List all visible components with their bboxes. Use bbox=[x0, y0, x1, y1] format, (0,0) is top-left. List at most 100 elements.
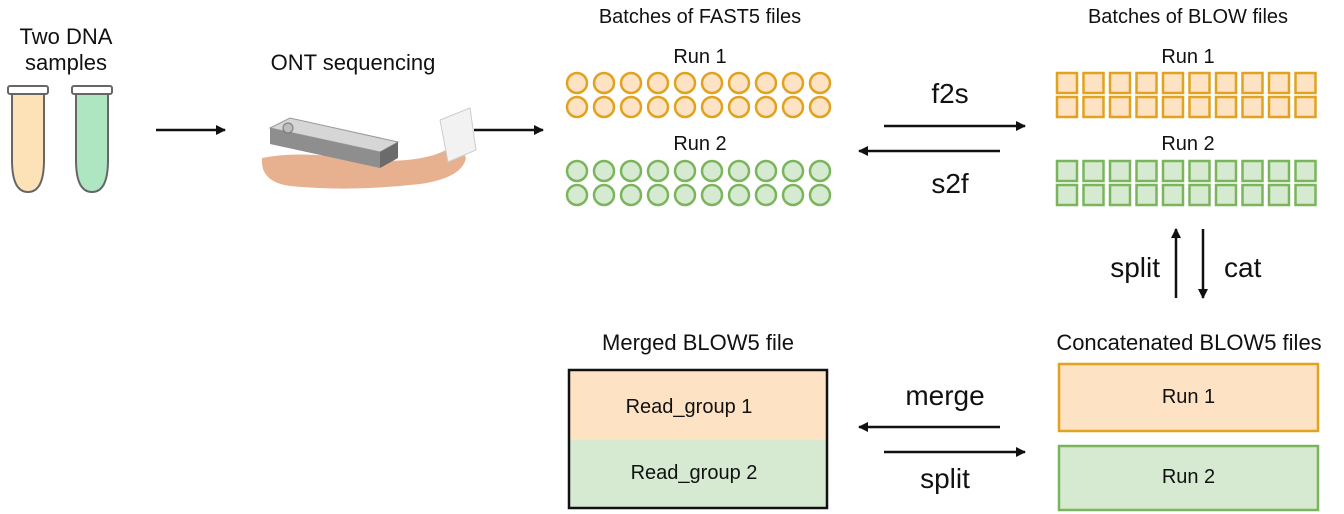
blow-file-run1 bbox=[1108, 95, 1132, 119]
fast5-file-run1 bbox=[727, 95, 751, 119]
fast5-file-run2 bbox=[754, 183, 778, 207]
fast5-file-run2 bbox=[565, 159, 589, 183]
blow-title: Batches of BLOW files bbox=[1087, 6, 1289, 28]
fast5-file-run2 bbox=[727, 159, 751, 183]
blow-file-run2 bbox=[1188, 159, 1211, 183]
s2f-label: s2f bbox=[931, 168, 969, 199]
sample-tube-left bbox=[7, 85, 49, 194]
blow-file-run1 bbox=[1267, 71, 1291, 95]
blow-file-run1 bbox=[1135, 71, 1158, 95]
blow-file-run1 bbox=[1161, 71, 1185, 95]
sequencing-device-image bbox=[261, 107, 477, 189]
fast5-file-run1 bbox=[673, 95, 697, 119]
split-down-label: split bbox=[920, 463, 970, 494]
concat-run1-box bbox=[1057, 362, 1320, 433]
merge-label: merge bbox=[905, 380, 985, 411]
blow-file-run2 bbox=[1082, 183, 1105, 207]
blow-file-run1 bbox=[1241, 71, 1264, 95]
concat-title: Concatenated BLOW5 files bbox=[1056, 330, 1322, 355]
fast5-file-run2 bbox=[673, 183, 697, 207]
fast5-file-run2 bbox=[700, 159, 724, 183]
samples-label-line2: samples bbox=[25, 50, 107, 75]
blow-file-run1 bbox=[1267, 95, 1291, 119]
fast5-file-run2 bbox=[754, 159, 778, 183]
blow-file-run2 bbox=[1082, 159, 1105, 183]
fast5-file-run1 bbox=[781, 71, 805, 95]
fast5-file-run2 bbox=[808, 159, 832, 183]
fast5-file-run1 bbox=[700, 95, 724, 119]
sequencing-label: ONT sequencing bbox=[270, 50, 436, 75]
blow-file-run2 bbox=[1188, 183, 1211, 207]
blow-file-run2 bbox=[1108, 183, 1132, 207]
fast5-file-run2 bbox=[700, 183, 724, 207]
blow-file-run2 bbox=[1161, 183, 1185, 207]
fast5-file-run2 bbox=[727, 183, 751, 207]
blow-file-run1 bbox=[1214, 95, 1238, 119]
fast5-file-run1 bbox=[646, 95, 670, 119]
fast5-run1-label: Run 1 bbox=[673, 46, 727, 68]
blow-file-run2 bbox=[1135, 159, 1158, 183]
fast5-file-run1 bbox=[619, 95, 643, 119]
split-up-label: split bbox=[1110, 252, 1160, 283]
blow-file-run2 bbox=[1294, 183, 1317, 207]
fast5-file-run1 bbox=[808, 71, 832, 95]
fast5-file-run1 bbox=[565, 95, 589, 119]
fast5-file-run1 bbox=[619, 71, 643, 95]
samples-label-line1: Two DNA bbox=[19, 24, 113, 49]
blow-file-run2 bbox=[1214, 159, 1238, 183]
blow-file-run1 bbox=[1214, 71, 1238, 95]
fast5-file-run2 bbox=[673, 159, 697, 183]
fast5-file-run1 bbox=[754, 95, 778, 119]
blow-file-batches bbox=[1055, 71, 1317, 207]
fast5-file-run1 bbox=[592, 71, 616, 95]
fast5-file-run2 bbox=[619, 183, 643, 207]
blow-file-run1 bbox=[1135, 95, 1158, 119]
fast5-file-run2 bbox=[781, 183, 805, 207]
fast5-file-run1 bbox=[754, 71, 778, 95]
blow-file-run2 bbox=[1055, 159, 1079, 183]
fast5-file-run2 bbox=[592, 183, 616, 207]
blow-run2-label: Run 2 bbox=[1161, 133, 1215, 155]
blow-file-run1 bbox=[1055, 95, 1079, 119]
fast5-file-run1 bbox=[673, 71, 697, 95]
blow-file-run2 bbox=[1267, 183, 1291, 207]
f2s-label: f2s bbox=[931, 78, 969, 109]
blow-file-run2 bbox=[1241, 159, 1264, 183]
fast5-file-run1 bbox=[781, 95, 805, 119]
merged-group1-label: Read_group 1 bbox=[625, 396, 753, 418]
merged-blow5-box bbox=[567, 368, 829, 510]
blow-file-run1 bbox=[1161, 95, 1185, 119]
fast5-file-batches bbox=[565, 71, 832, 207]
fast5-file-run1 bbox=[565, 71, 589, 95]
blow-file-run2 bbox=[1241, 183, 1264, 207]
blow-file-run2 bbox=[1294, 159, 1317, 183]
fast5-file-run1 bbox=[700, 71, 724, 95]
fast5-file-run1 bbox=[808, 95, 832, 119]
merged-title: Merged BLOW5 file bbox=[602, 330, 794, 355]
fast5-file-run2 bbox=[808, 183, 832, 207]
fast5-file-run1 bbox=[646, 71, 670, 95]
blow-file-run1 bbox=[1241, 95, 1264, 119]
fast5-file-run2 bbox=[646, 183, 670, 207]
blow-file-run1 bbox=[1082, 71, 1105, 95]
merged-group2-label: Read_group 2 bbox=[630, 462, 758, 484]
fast5-file-run2 bbox=[619, 159, 643, 183]
concat-run2-box bbox=[1057, 444, 1320, 512]
concat-run2-label: Run 2 bbox=[1161, 466, 1216, 488]
blow-file-run2 bbox=[1108, 159, 1132, 183]
samples-label: Two DNA samples bbox=[10, 24, 122, 76]
concat-run1-label: Run 1 bbox=[1161, 386, 1216, 408]
fast5-title: Batches of FAST5 files bbox=[598, 6, 802, 28]
blow-file-run1 bbox=[1082, 95, 1105, 119]
fast5-file-run1 bbox=[727, 71, 751, 95]
cat-label: cat bbox=[1224, 252, 1262, 283]
blow-file-run2 bbox=[1214, 183, 1238, 207]
fast5-file-run2 bbox=[565, 183, 589, 207]
blow-file-run2 bbox=[1267, 159, 1291, 183]
blow-file-run2 bbox=[1135, 183, 1158, 207]
fast5-file-run2 bbox=[592, 159, 616, 183]
blow-file-run1 bbox=[1188, 95, 1211, 119]
blow-file-run1 bbox=[1055, 71, 1079, 95]
blow-file-run2 bbox=[1055, 183, 1079, 207]
